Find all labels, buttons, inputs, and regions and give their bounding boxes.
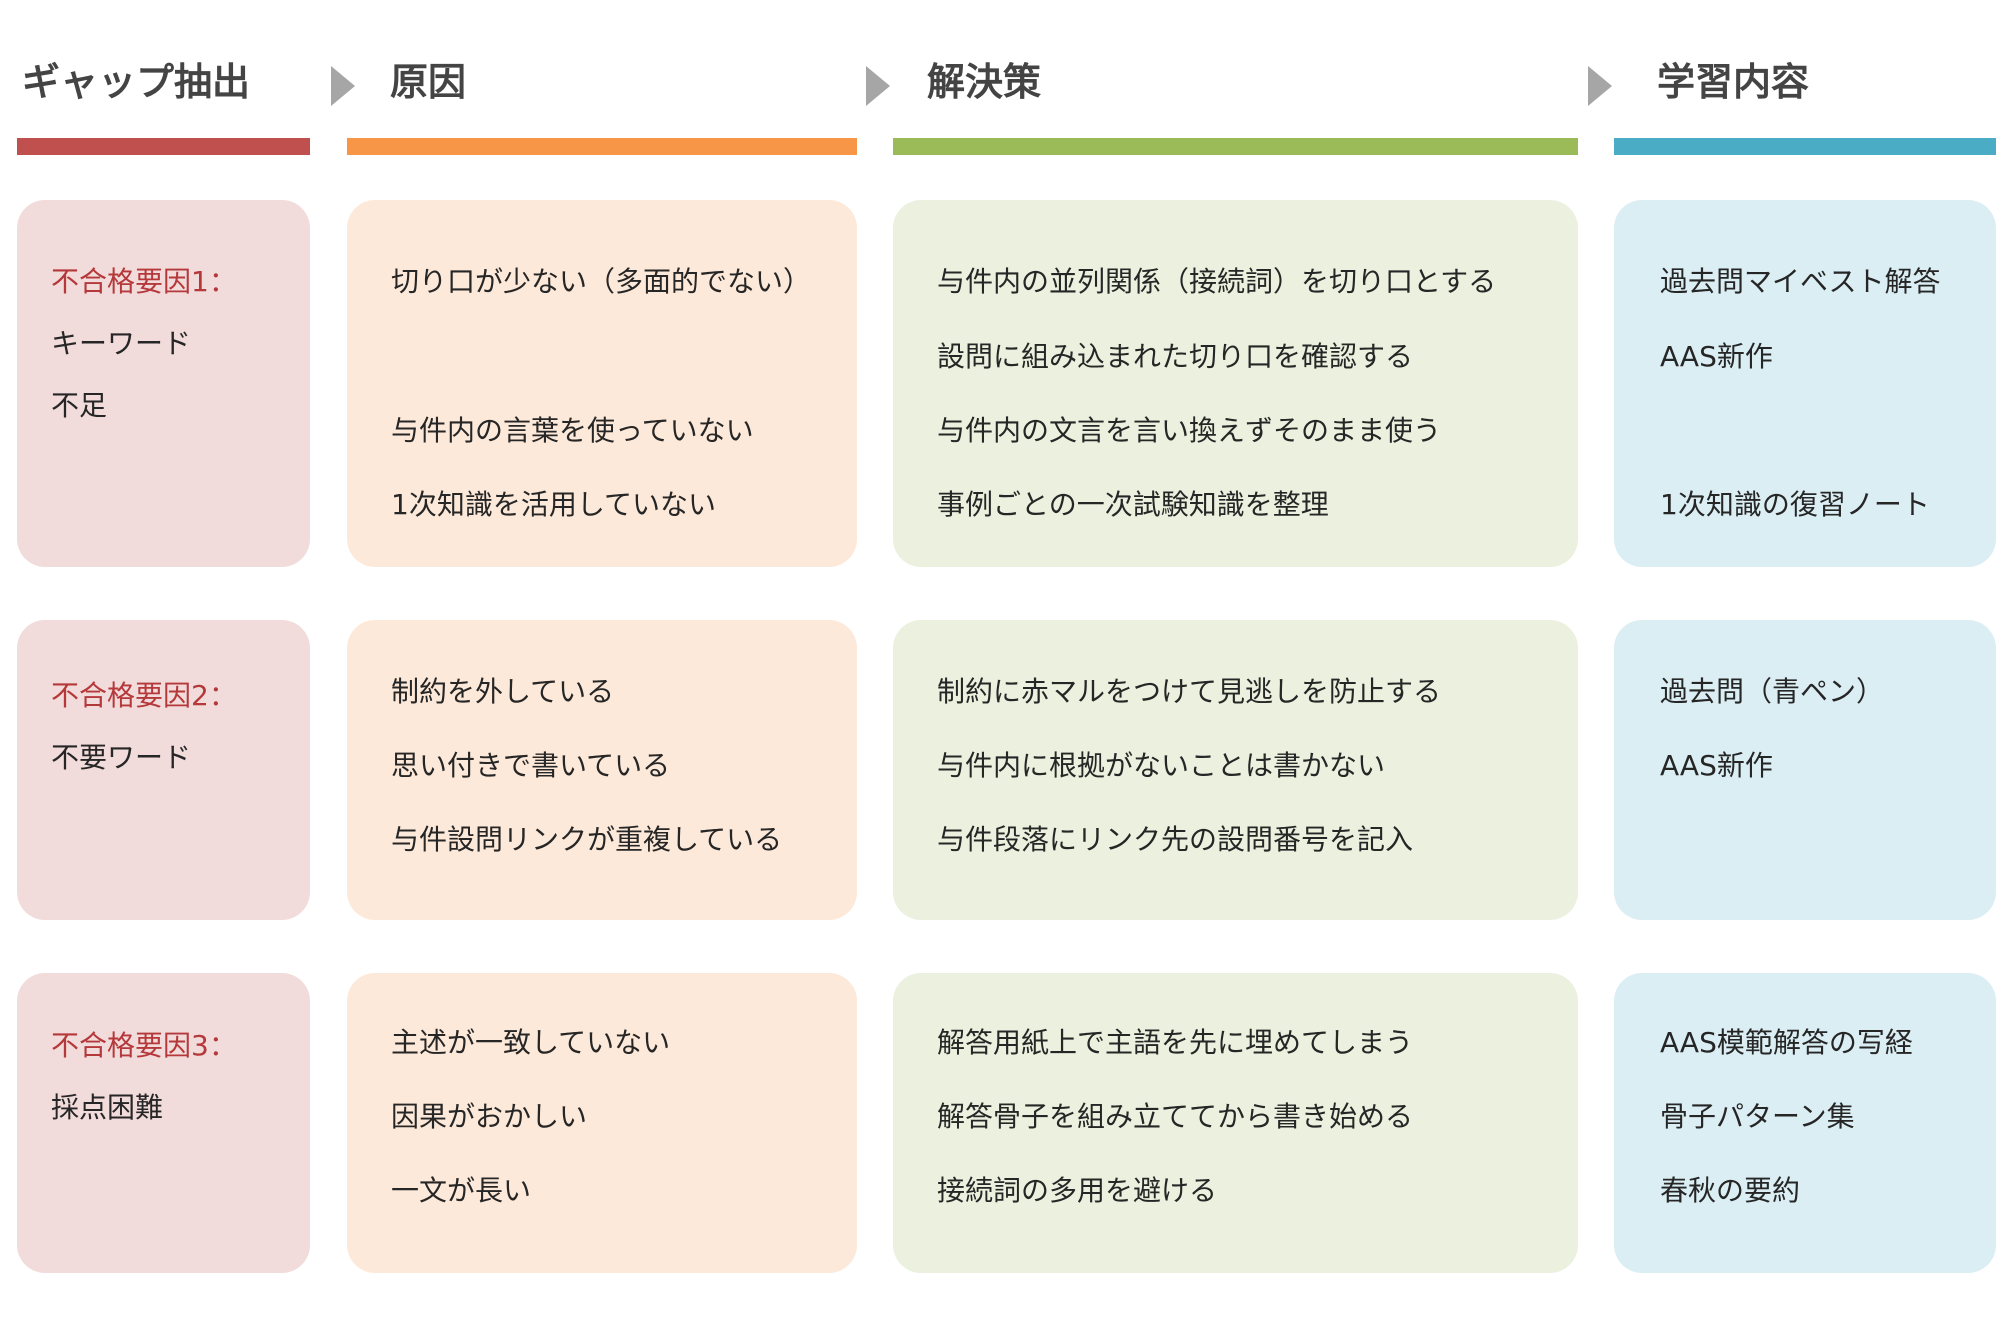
cause-line: 一文が長い [391, 1174, 532, 1207]
learning-line: 1次知識の復習ノート [1660, 488, 1930, 521]
learning-line: 骨子パターン集 [1660, 1100, 1855, 1133]
gap-line: 採点困難 [51, 1091, 164, 1124]
solution-line: 与件段落にリンク先の設問番号を記入 [937, 823, 1414, 856]
solution-line: 解答用紙上で主語を先に埋めてしまう [937, 1026, 1414, 1059]
header-learning: 学習内容 [1657, 60, 1810, 104]
cause-line: 与件設問リンクが重複している [391, 823, 783, 856]
header-solution: 解決策 [927, 60, 1042, 104]
solution-line: 与件内の文言を言い換えずそのまま使う [937, 414, 1442, 447]
cause-line: 思い付きで書いている [391, 749, 671, 782]
learning-card-1 [1614, 200, 1996, 567]
solution-card-2 [893, 620, 1578, 920]
gap-factor-2: 不合格要因2： [51, 679, 237, 712]
solution-line: 設問に組み込まれた切り口を確認する [937, 340, 1414, 373]
cause-line: 主述が一致していない [391, 1026, 671, 1059]
learning-line: 過去問マイベスト解答 [1660, 265, 1941, 298]
learning-card-3 [1614, 973, 1996, 1273]
cause-line: 1次知識を活用していない [391, 488, 716, 521]
gap-card-3 [17, 973, 310, 1273]
learning-line: 春秋の要約 [1660, 1174, 1801, 1207]
gap-factor-1: 不合格要因1： [51, 265, 237, 298]
solution-card-1 [893, 200, 1578, 567]
header-bar-cause [347, 138, 857, 155]
gap-line: 不要ワード [51, 741, 192, 774]
cause-line: 因果がおかしい [391, 1100, 588, 1133]
arrow-right-icon [1588, 66, 1612, 106]
gap-line: キーワード [51, 327, 192, 360]
solution-line: 制約に赤マルをつけて見逃しを防止する [937, 675, 1442, 708]
learning-line: 過去問（青ペン） [1660, 675, 1885, 708]
solution-line: 接続詞の多用を避ける [937, 1174, 1218, 1207]
header-cause: 原因 [390, 60, 467, 104]
cause-line: 制約を外している [391, 675, 615, 708]
learning-line: AAS新作 [1660, 340, 1773, 373]
header-bar-solution [893, 138, 1578, 155]
gap-card-2 [17, 620, 310, 920]
gap-factor-3: 不合格要因3： [51, 1029, 237, 1062]
header-bar-gap [17, 138, 310, 155]
solution-card-3 [893, 973, 1578, 1273]
header-gap: ギャップ抽出 [22, 60, 251, 104]
gap-card-1 [17, 200, 310, 567]
header-bar-learning [1614, 138, 1996, 155]
solution-line: 与件内に根拠がないことは書かない [937, 749, 1386, 782]
solution-line: 事例ごとの一次試験知識を整理 [937, 488, 1329, 521]
gap-line: 不足 [51, 389, 108, 422]
solution-line: 与件内の並列関係（接続詞）を切り口とする [937, 265, 1497, 298]
learning-card-2 [1614, 620, 1996, 920]
cause-card-3 [347, 973, 857, 1273]
arrow-right-icon [331, 66, 355, 106]
cause-card-2 [347, 620, 857, 920]
cause-card-1 [347, 200, 857, 567]
cause-line: 切り口が少ない（多面的でない） [391, 265, 812, 298]
cause-line: 与件内の言葉を使っていない [391, 414, 754, 447]
solution-line: 解答骨子を組み立ててから書き始める [937, 1100, 1414, 1133]
learning-line: AAS新作 [1660, 749, 1773, 782]
learning-line: AAS模範解答の写経 [1660, 1026, 1913, 1059]
arrow-right-icon [866, 66, 890, 106]
